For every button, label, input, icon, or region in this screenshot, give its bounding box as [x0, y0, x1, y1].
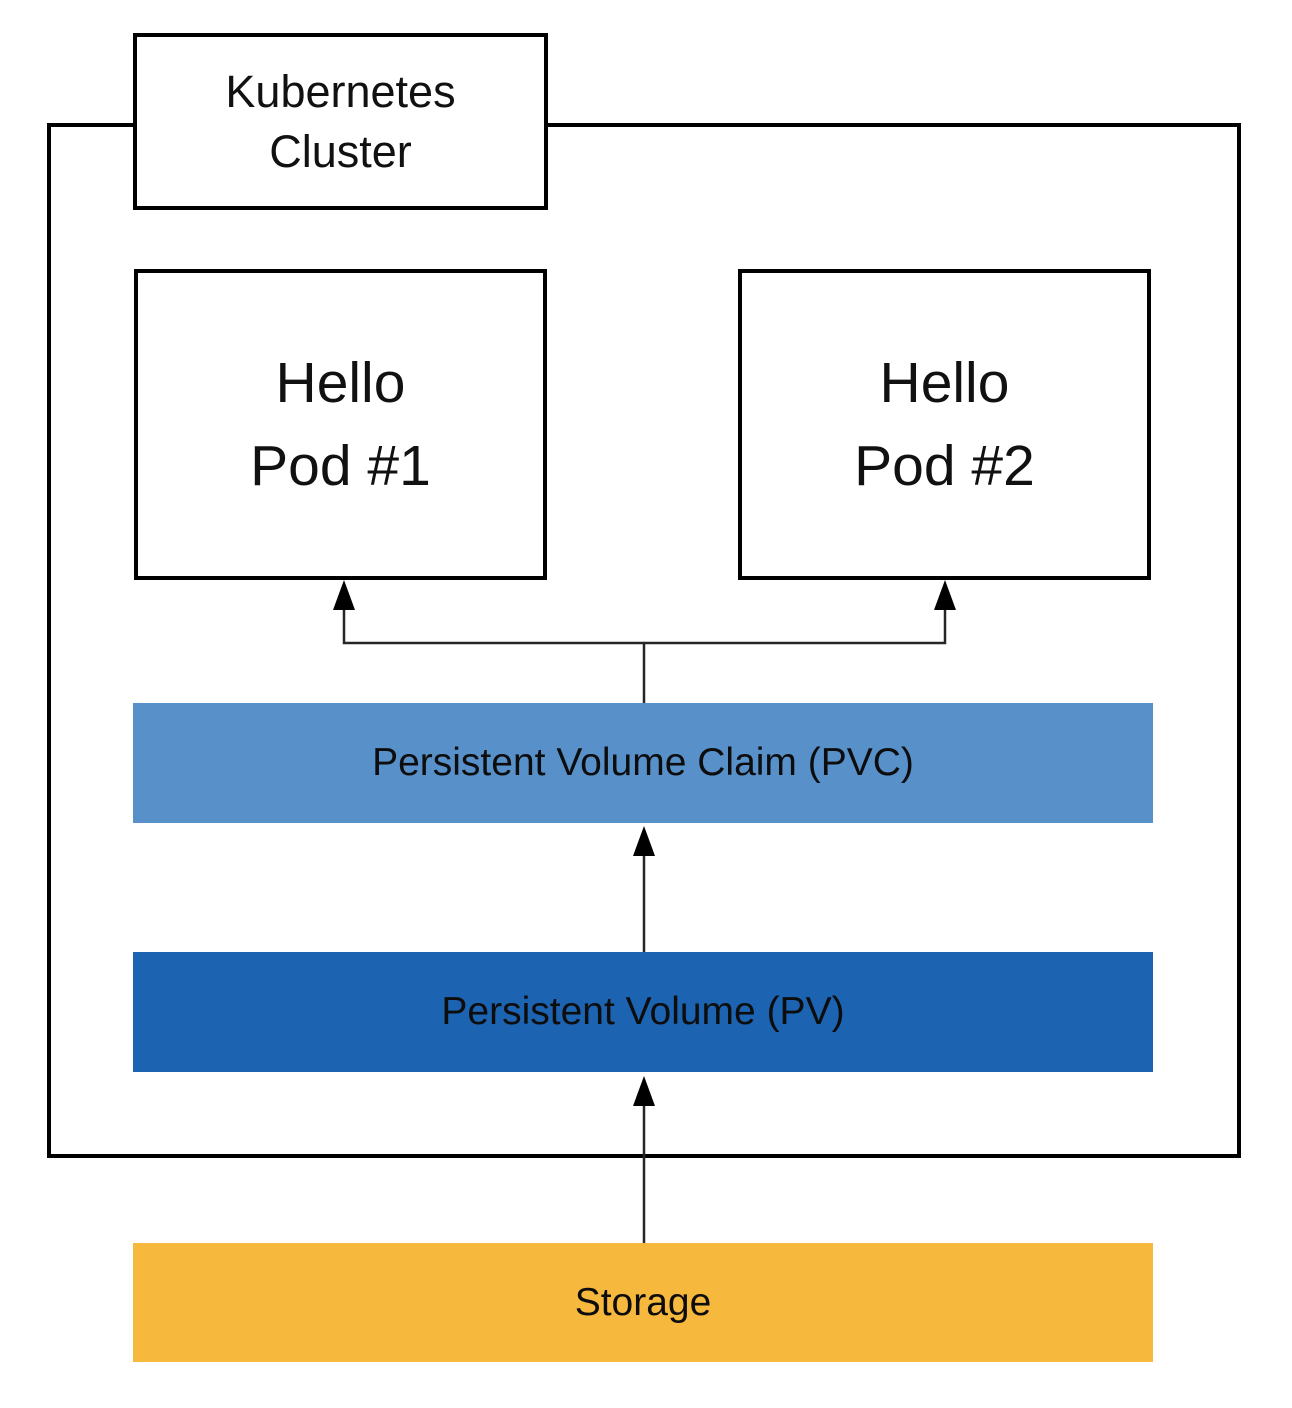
persistent-volume-claim-label: Persistent Volume Claim (PVC) [372, 741, 914, 784]
pod-box-1: Hello Pod #1 [134, 269, 547, 580]
persistent-volume-claim-bar: Persistent Volume Claim (PVC) [133, 703, 1153, 823]
kubernetes-cluster-label: Kubernetes Cluster [225, 66, 456, 177]
persistent-volume-label: Persistent Volume (PV) [441, 990, 845, 1033]
storage-bar: Storage [133, 1243, 1153, 1362]
pod-1-label: Hello Pod #1 [250, 350, 431, 498]
persistent-volume-bar: Persistent Volume (PV) [133, 952, 1153, 1072]
kubernetes-cluster-label-box: Kubernetes Cluster [133, 33, 548, 210]
storage-label: Storage [574, 1280, 712, 1324]
pod-box-2: Hello Pod #2 [738, 269, 1151, 580]
pod-2-label: Hello Pod #2 [854, 350, 1035, 498]
